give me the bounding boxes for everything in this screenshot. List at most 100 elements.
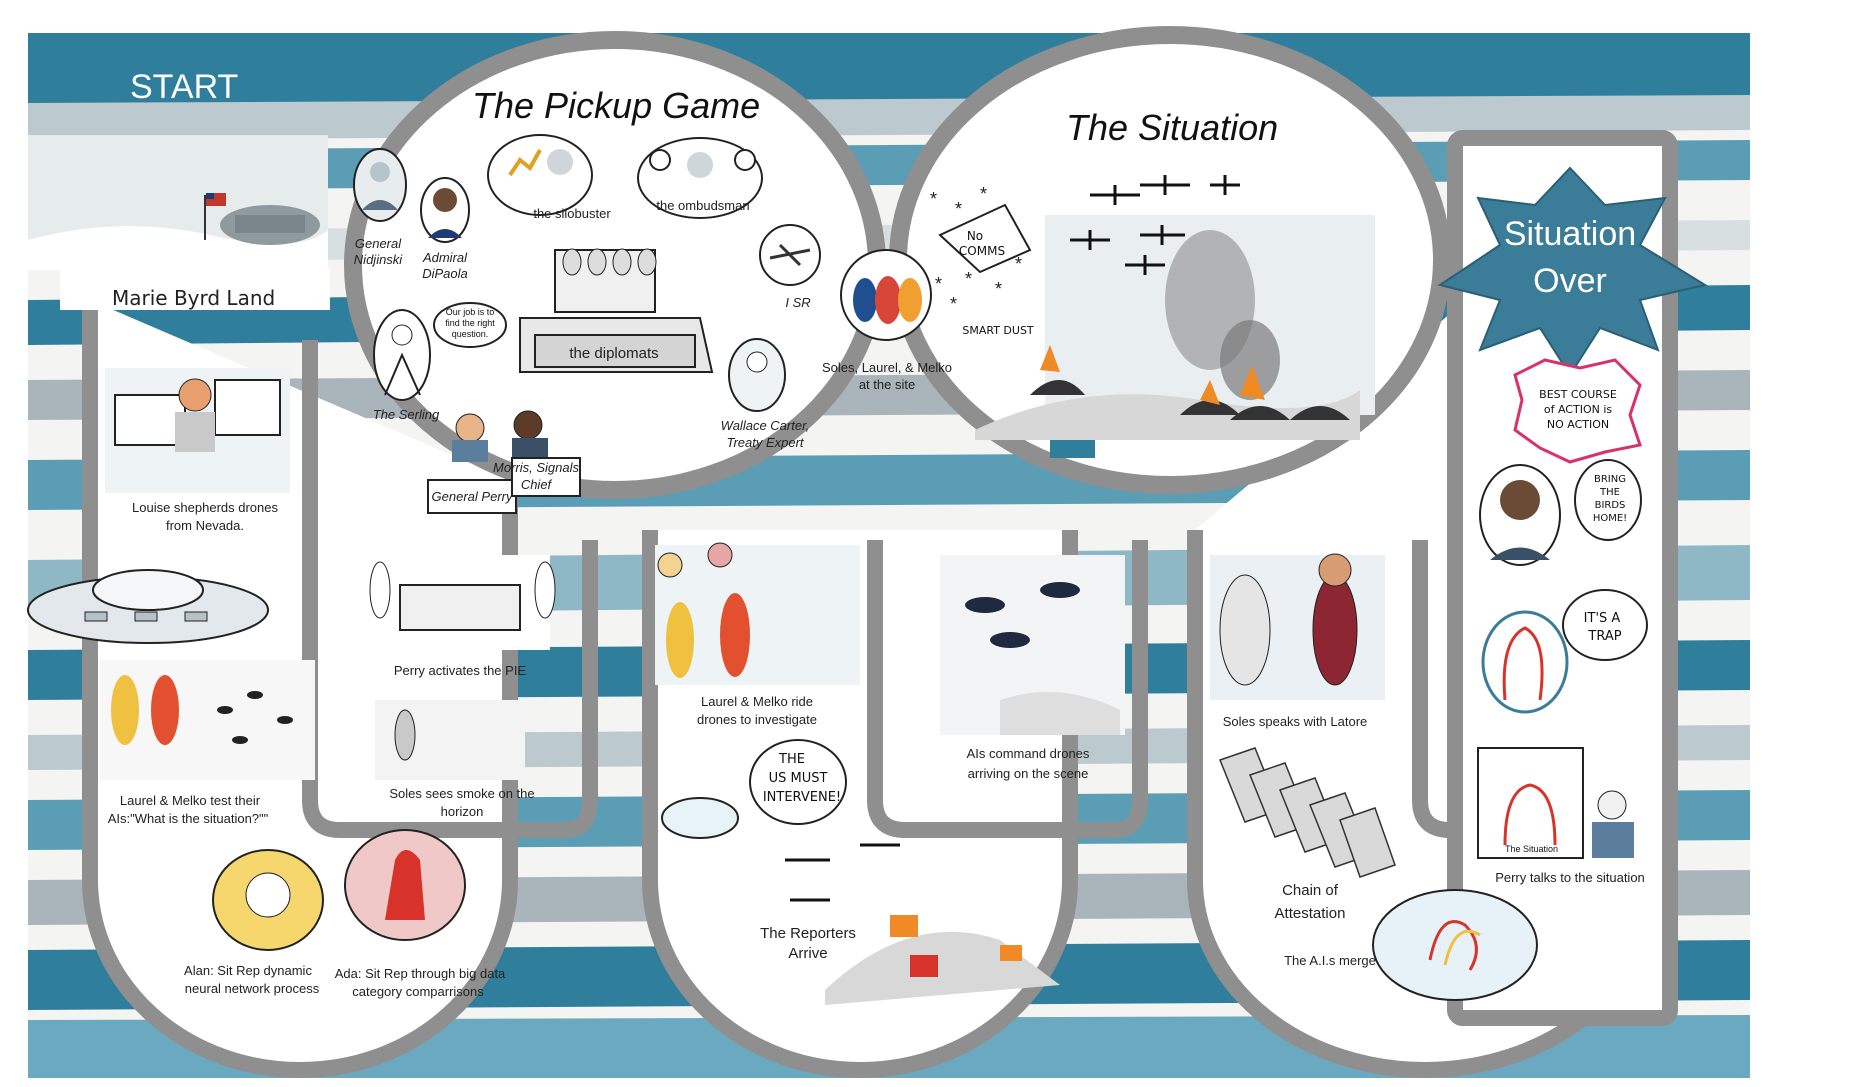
- louise-illustration: [105, 368, 290, 493]
- svg-text:*: *: [965, 269, 972, 289]
- laurel-test-label-2: AIs:"What is the situation?"": [108, 811, 269, 826]
- serling-quote-1: Our job is to: [446, 307, 495, 317]
- perry-pie-label: Perry activates the PIE: [394, 663, 527, 678]
- chain-label-2: Attestation: [1275, 905, 1346, 922]
- drone-icons: [1070, 175, 1240, 275]
- situation-over-star: Situation Over: [1437, 166, 1708, 377]
- laurel-melko-test-illustration: [100, 660, 315, 780]
- admiral-portrait: [420, 177, 470, 243]
- ufo-illustration: [27, 569, 269, 644]
- start-label: START: [130, 68, 238, 106]
- perry-portrait: [1479, 459, 1642, 566]
- best-course-2: of ACTION is: [1544, 403, 1613, 416]
- soles-latore-label: Soles speaks with Latore: [1223, 714, 1368, 729]
- serling-quote-3: question.: [452, 329, 489, 339]
- laurel-ride-label-1: Laurel & Melko ride: [701, 694, 813, 709]
- silobuster-thought-cloud: [487, 134, 593, 216]
- bring-birds-2: THE: [1599, 487, 1620, 498]
- svg-text:*: *: [950, 294, 957, 314]
- bring-birds-3: BIRDS: [1595, 500, 1626, 511]
- best-course-badge: [1513, 358, 1642, 464]
- bring-birds-1: BRING: [1594, 474, 1626, 485]
- svg-text:*: *: [955, 199, 962, 219]
- best-course-3: NO ACTION: [1547, 418, 1609, 431]
- wallace-label-1: Wallace Carter,: [721, 418, 810, 433]
- bring-birds-4: HOME!: [1593, 513, 1627, 524]
- must-intervene-2: US MUST: [769, 771, 828, 786]
- serling-label: The Serling: [373, 407, 440, 422]
- soles-smoke-label-1: Soles sees smoke on the: [389, 786, 534, 801]
- svg-text:*: *: [1015, 254, 1022, 274]
- alan-label-1: Alan: Sit Rep dynamic: [184, 963, 312, 978]
- pickup-game-title: The Pickup Game: [472, 85, 760, 126]
- isr-drone-icon: [759, 224, 821, 286]
- ada-label-1: Ada: Sit Rep through big data: [335, 966, 506, 981]
- silobuster-label: the silobuster: [533, 206, 611, 221]
- must-intervene-1: THE: [778, 752, 805, 767]
- soles-site-label-1: Soles, Laurel, & Melko: [822, 360, 952, 375]
- situation-scene: [975, 215, 1375, 458]
- perry-pie-illustration: [369, 555, 556, 650]
- smart-dust-particles: * * * * * * * *: [930, 184, 1022, 314]
- perry-morris-portraits: [452, 410, 548, 462]
- marie-byrd-land-scene: [28, 135, 330, 310]
- admiral-label-2: DiPaola: [422, 266, 468, 281]
- reporters-label-1: The Reporters: [760, 925, 856, 942]
- reporters-illustration: [785, 843, 1060, 1005]
- ais-merge-label: The A.I.s merge: [1284, 953, 1376, 968]
- wallace-label-2: Treaty Expert: [726, 435, 804, 450]
- serling-quote-2: find the right: [445, 318, 495, 328]
- trap-illustration: [1481, 589, 1648, 714]
- ais-command-label-2: arriving on the scene: [968, 766, 1089, 781]
- best-course-1: BEST COURSE: [1539, 388, 1617, 401]
- svg-text:*: *: [995, 279, 1002, 299]
- location-label: Marie Byrd Land: [112, 286, 275, 310]
- perry-talks-label: Perry talks to the situation: [1495, 870, 1645, 885]
- alan-thought-cloud: [212, 849, 324, 951]
- diplomats-label: the diplomats: [569, 345, 658, 362]
- general-label-2: Nidjinski: [354, 252, 404, 267]
- no-comms-badge: [938, 203, 1032, 274]
- soles-smoke-label-2: horizon: [441, 804, 484, 819]
- situation-title: The Situation: [1066, 107, 1278, 148]
- serling-portrait: [373, 302, 507, 401]
- svg-text:*: *: [935, 274, 942, 294]
- soles-laurel-melko-portrait: [840, 249, 932, 341]
- louise-label-2: from Nevada.: [166, 518, 244, 533]
- isr-label: I SR: [785, 295, 810, 310]
- general-label-1: General: [355, 236, 402, 251]
- ais-command-label-1: AIs command drones: [967, 746, 1090, 761]
- ombudsman-label: the ombudsman: [656, 198, 749, 213]
- must-intervene-3: INTERVENE!: [763, 790, 841, 805]
- no-comms-1: No: [967, 229, 983, 243]
- ada-label-2: category comparrisons: [352, 984, 484, 999]
- svg-text:*: *: [930, 189, 937, 209]
- chain-label-1: Chain of: [1282, 882, 1339, 899]
- chain-attestation-illustration: [1219, 747, 1396, 878]
- soles-site-label-2: at the site: [859, 377, 915, 392]
- admiral-label-1: Admiral: [422, 250, 468, 265]
- alan-label-2: neural network process: [185, 981, 320, 996]
- ada-thought-cloud: [344, 829, 466, 941]
- laurel-ride-illustration: [655, 542, 860, 685]
- perry-talks-illustration: [1477, 747, 1634, 859]
- louise-label-1: Louise shepherds drones: [132, 500, 278, 515]
- morris-tag: [511, 457, 581, 497]
- situation-over-line2: Over: [1533, 262, 1607, 300]
- ombudsman-thought-cloud: [637, 137, 763, 219]
- wallace-portrait: [728, 338, 786, 412]
- situation-over-line1: Situation: [1504, 215, 1636, 253]
- reporters-label-2: Arrive: [788, 945, 827, 962]
- smart-dust-label: SMART DUST: [962, 324, 1034, 337]
- svg-text:*: *: [980, 184, 987, 204]
- trap-2: TRAP: [1587, 629, 1621, 644]
- ais-command-illustration: [940, 555, 1125, 735]
- situation-small-label: The Situation: [1505, 844, 1558, 854]
- general-perry-label: General Perry: [432, 489, 514, 504]
- no-comms-2: COMMS: [959, 244, 1005, 258]
- laurel-test-label-1: Laurel & Melko test their: [120, 793, 261, 808]
- must-intervene-bubble: [661, 739, 847, 839]
- trap-1: IT'S A: [1584, 611, 1621, 626]
- general-portrait: [353, 148, 407, 222]
